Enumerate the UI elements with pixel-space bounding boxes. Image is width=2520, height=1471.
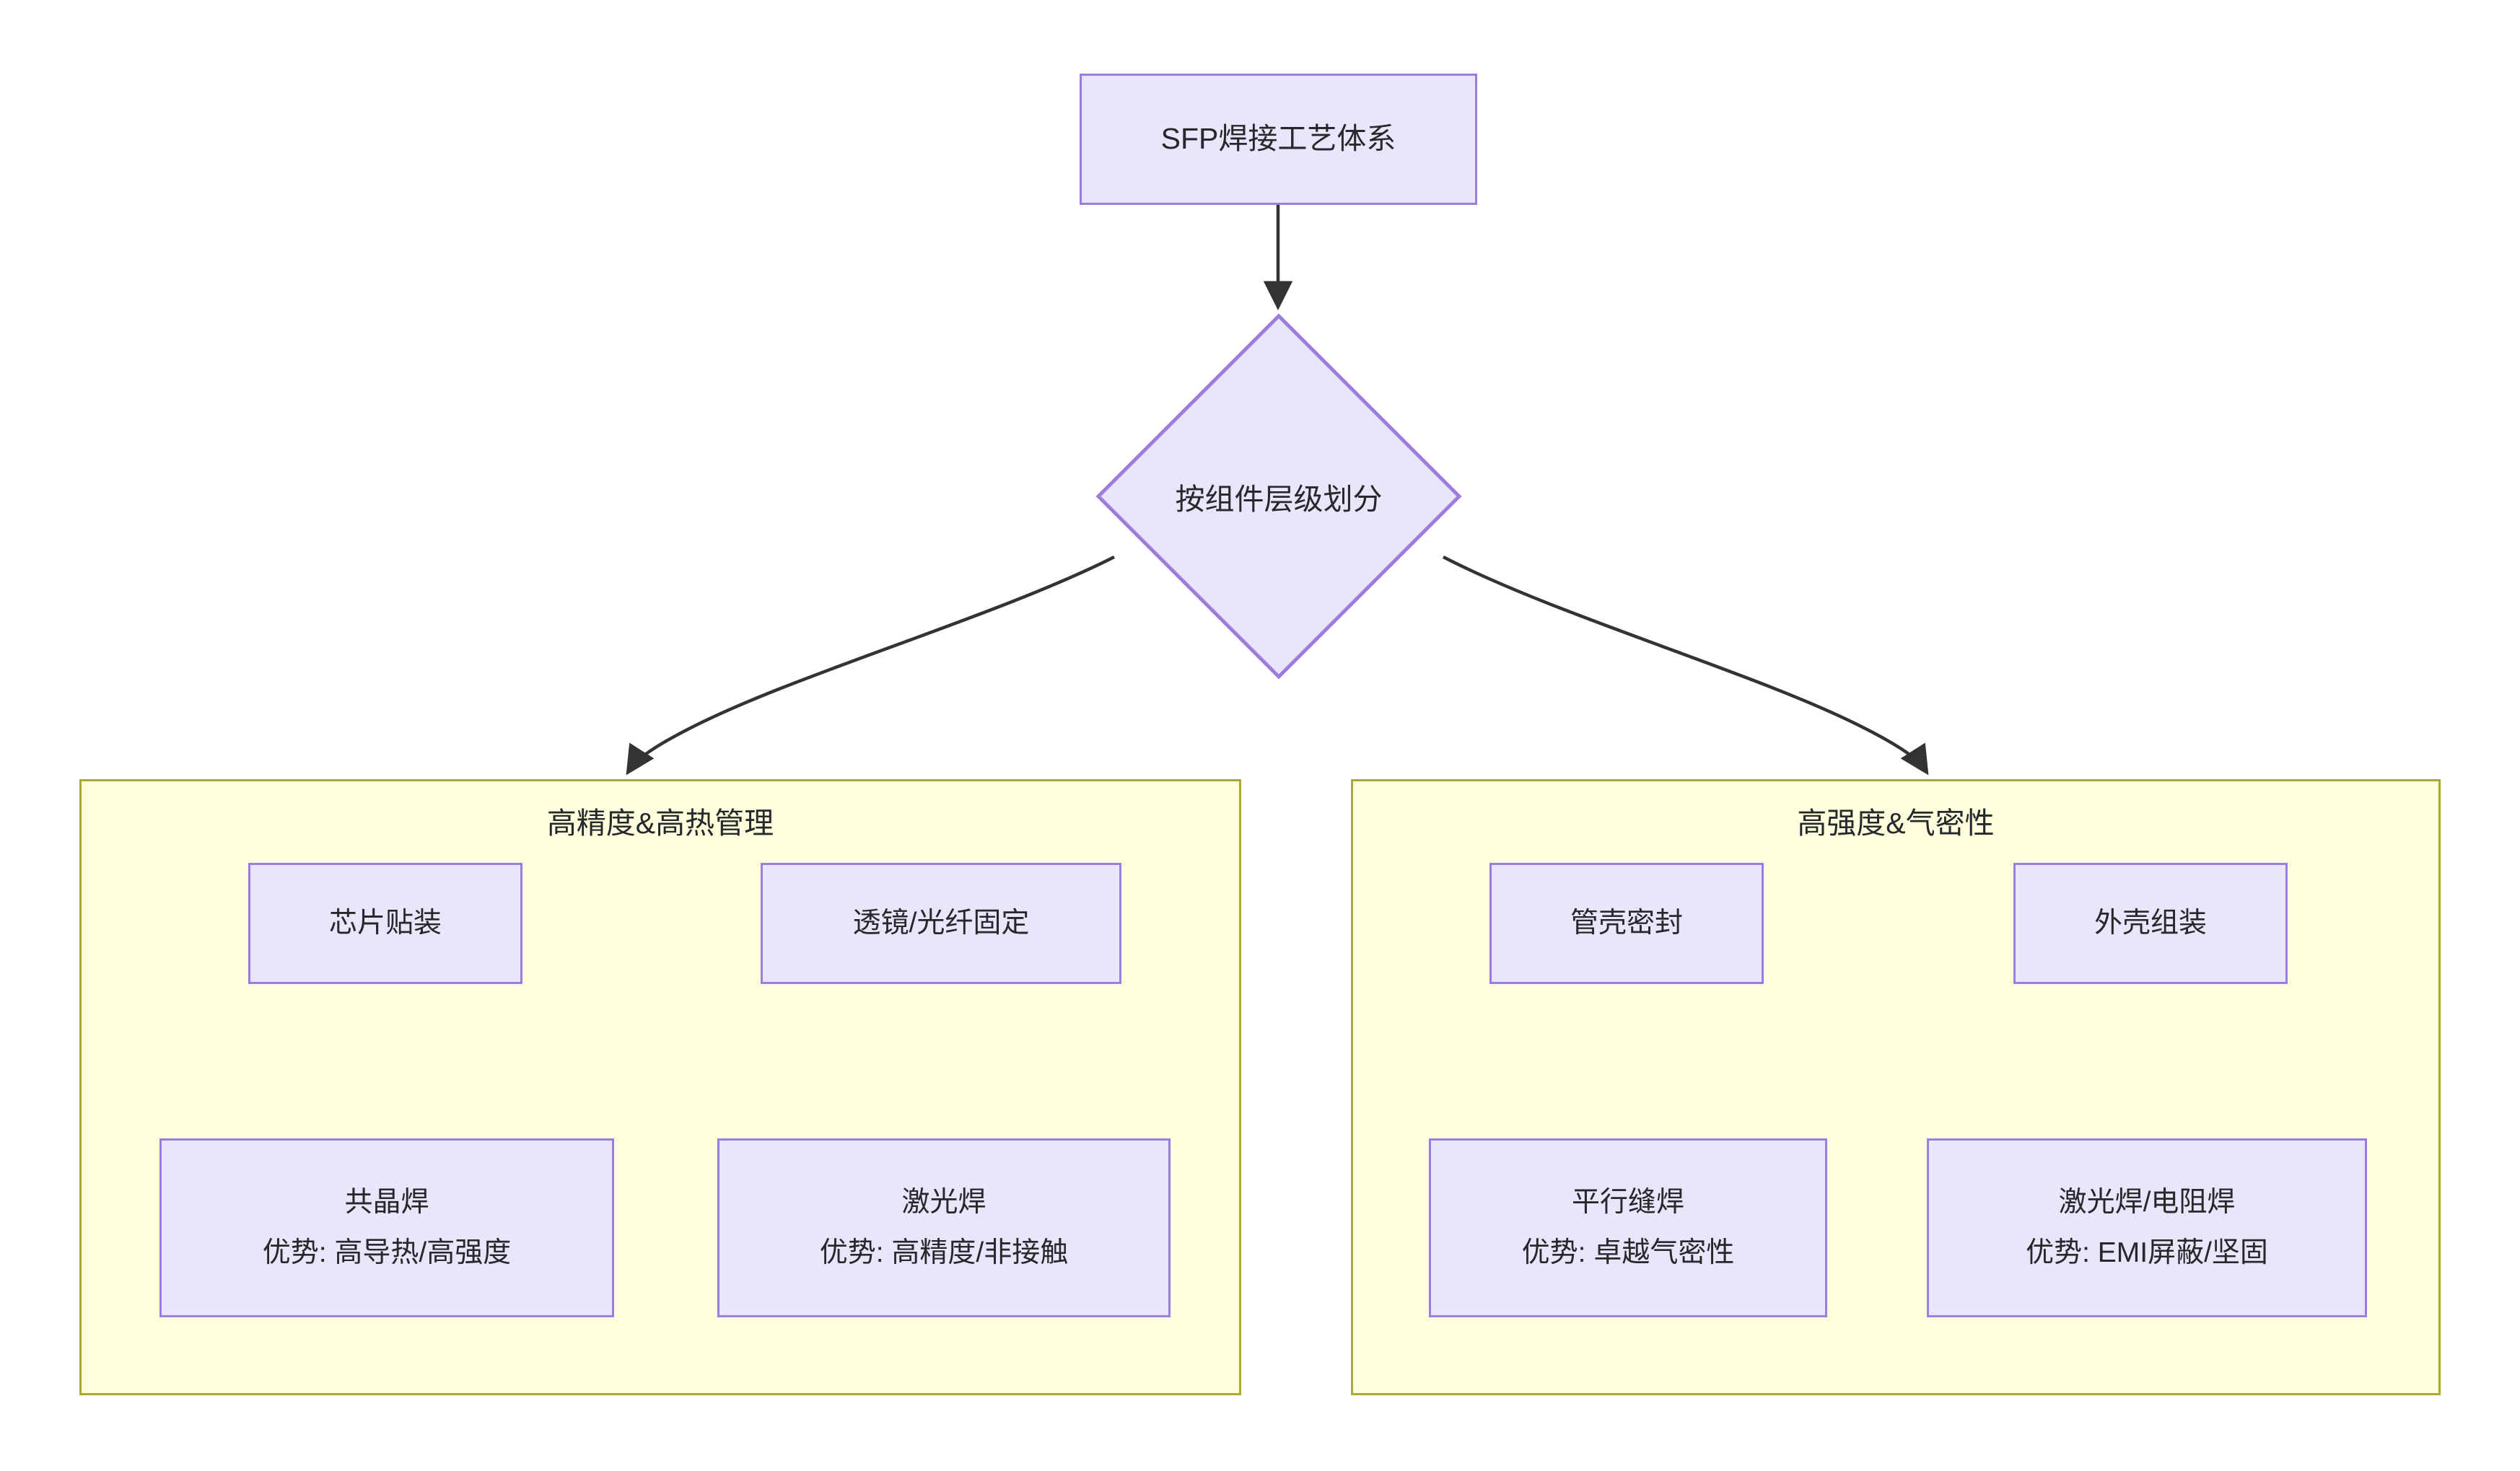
node-root-label: SFP焊接工艺体系 [1160, 122, 1396, 156]
node-eutectic-advantage: 优势: 高导热/高强度 [262, 1237, 512, 1268]
node-package-sealing[interactable]: 管壳密封 [1489, 863, 1764, 984]
node-parallel-seam-welding[interactable]: 平行缝焊 优势: 卓越气密性 [1429, 1138, 1827, 1317]
edge-decision-to-cluster-right [1442, 556, 1929, 776]
node-lens-fiber-fixing[interactable]: 透镜/光纤固定 [761, 863, 1121, 984]
node-laser-title: 激光焊 [901, 1186, 986, 1218]
node-laserres-advantage: 优势: EMI屏蔽/坚固 [2026, 1237, 2268, 1268]
node-seamweld-advantage: 优势: 卓越气密性 [1521, 1237, 1735, 1268]
node-chip-label: 芯片贴装 [328, 907, 442, 939]
cluster-right-title: 高强度&气密性 [1797, 807, 1995, 840]
node-decision[interactable]: 按组件层级划分 [1095, 313, 1462, 680]
node-laser-resistance-welding[interactable]: 激光焊/电阻焊 优势: EMI屏蔽/坚固 [1927, 1138, 2367, 1317]
node-laser-advantage: 优势: 高精度/非接触 [819, 1237, 1069, 1268]
node-laserres-title: 激光焊/电阻焊 [2058, 1186, 2236, 1218]
node-package-label: 管壳密封 [1570, 907, 1683, 939]
node-lens-label: 透镜/光纤固定 [852, 907, 1030, 939]
node-decision-label: 按组件层级划分 [1175, 483, 1383, 516]
node-eutectic-welding[interactable]: 共晶焊 优势: 高导热/高强度 [159, 1138, 614, 1317]
node-laser-welding[interactable]: 激光焊 优势: 高精度/非接触 [717, 1138, 1171, 1317]
edge-decision-to-cluster-left [626, 555, 1116, 776]
node-root-process[interactable]: SFP焊接工艺体系 [1080, 74, 1477, 205]
node-shell-label: 外壳组装 [2094, 907, 2207, 939]
node-chip-mounting[interactable]: 芯片贴装 [248, 863, 522, 984]
node-eutectic-title: 共晶焊 [344, 1186, 429, 1218]
node-shell-assembly[interactable]: 外壳组装 [2013, 863, 2288, 984]
node-seamweld-title: 平行缝焊 [1571, 1186, 1684, 1218]
cluster-left-title: 高精度&高热管理 [546, 807, 774, 840]
diamond-shape [1095, 313, 1462, 680]
